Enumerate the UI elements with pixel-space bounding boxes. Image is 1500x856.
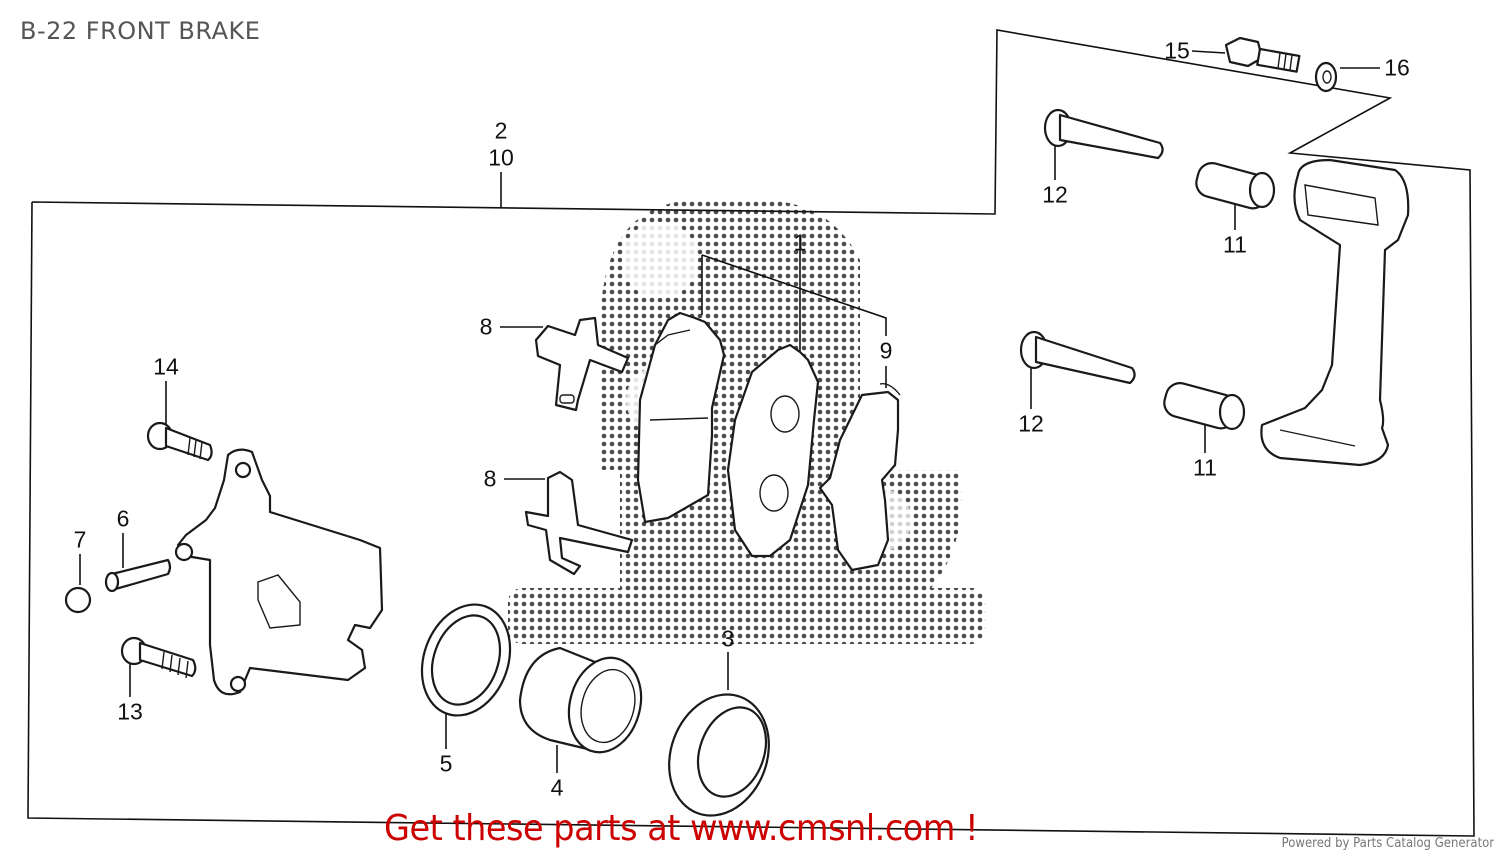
- part-4-piston: [518, 646, 643, 754]
- powered-by-text: Powered by Parts Catalog Generator: [1281, 836, 1494, 851]
- part-3-boot: [668, 693, 770, 817]
- callout-12-lower[interactable]: 12: [1018, 410, 1044, 437]
- part-14-bolt: [146, 421, 213, 462]
- part-11-boot-upper: [1195, 162, 1276, 210]
- callout-6[interactable]: 6: [116, 505, 130, 532]
- caliper-bracket: [1260, 158, 1410, 467]
- part-8-retainer-upper: [534, 316, 630, 412]
- part-16-washer: [1314, 61, 1338, 93]
- part-9-shim: [818, 383, 901, 572]
- assembly-outline: [27, 29, 1475, 837]
- callout-11-lower[interactable]: 11: [1193, 454, 1217, 481]
- callout-4[interactable]: 4: [550, 774, 564, 801]
- callout-12-upper[interactable]: 12: [1042, 181, 1068, 208]
- promo-link[interactable]: Get these parts at www.cmsnl.com !: [384, 808, 979, 849]
- part-5-seal: [420, 603, 512, 717]
- part-11-boot-lower: [1163, 382, 1246, 431]
- callout-15[interactable]: 15: [1164, 37, 1190, 64]
- callout-8-lower[interactable]: 8: [483, 465, 497, 492]
- part-7-cap: [64, 586, 92, 614]
- callout-2[interactable]: 2: [494, 117, 508, 144]
- callout-5[interactable]: 5: [439, 750, 453, 777]
- leader-lines: [79, 50, 1380, 773]
- caliper-body: [174, 448, 384, 696]
- callout-8-upper[interactable]: 8: [479, 313, 493, 340]
- part-13-bolt: [120, 636, 197, 679]
- part-1-brake-pad-inner: [726, 343, 820, 558]
- callout-9[interactable]: 9: [879, 337, 893, 364]
- callout-3[interactable]: 3: [721, 625, 735, 652]
- diagram-title: B-22 FRONT BRAKE: [20, 17, 261, 45]
- callout-13[interactable]: 13: [117, 698, 143, 725]
- callout-7[interactable]: 7: [73, 526, 87, 553]
- callout-10[interactable]: 10: [488, 144, 514, 171]
- callout-11-upper[interactable]: 11: [1223, 231, 1247, 258]
- callout-16[interactable]: 16: [1384, 54, 1410, 81]
- part-6-bleeder: [104, 558, 172, 593]
- callout-14[interactable]: 14: [153, 353, 179, 380]
- part-1-brake-pad-outer: [636, 311, 726, 524]
- part-8-retainer-lower: [524, 470, 634, 576]
- part-12-guide-pin-lower: [1019, 330, 1136, 385]
- part-12-guide-pin-upper: [1043, 108, 1164, 160]
- callout-1[interactable]: 1: [793, 229, 807, 256]
- part-15-bolt: [1224, 36, 1301, 73]
